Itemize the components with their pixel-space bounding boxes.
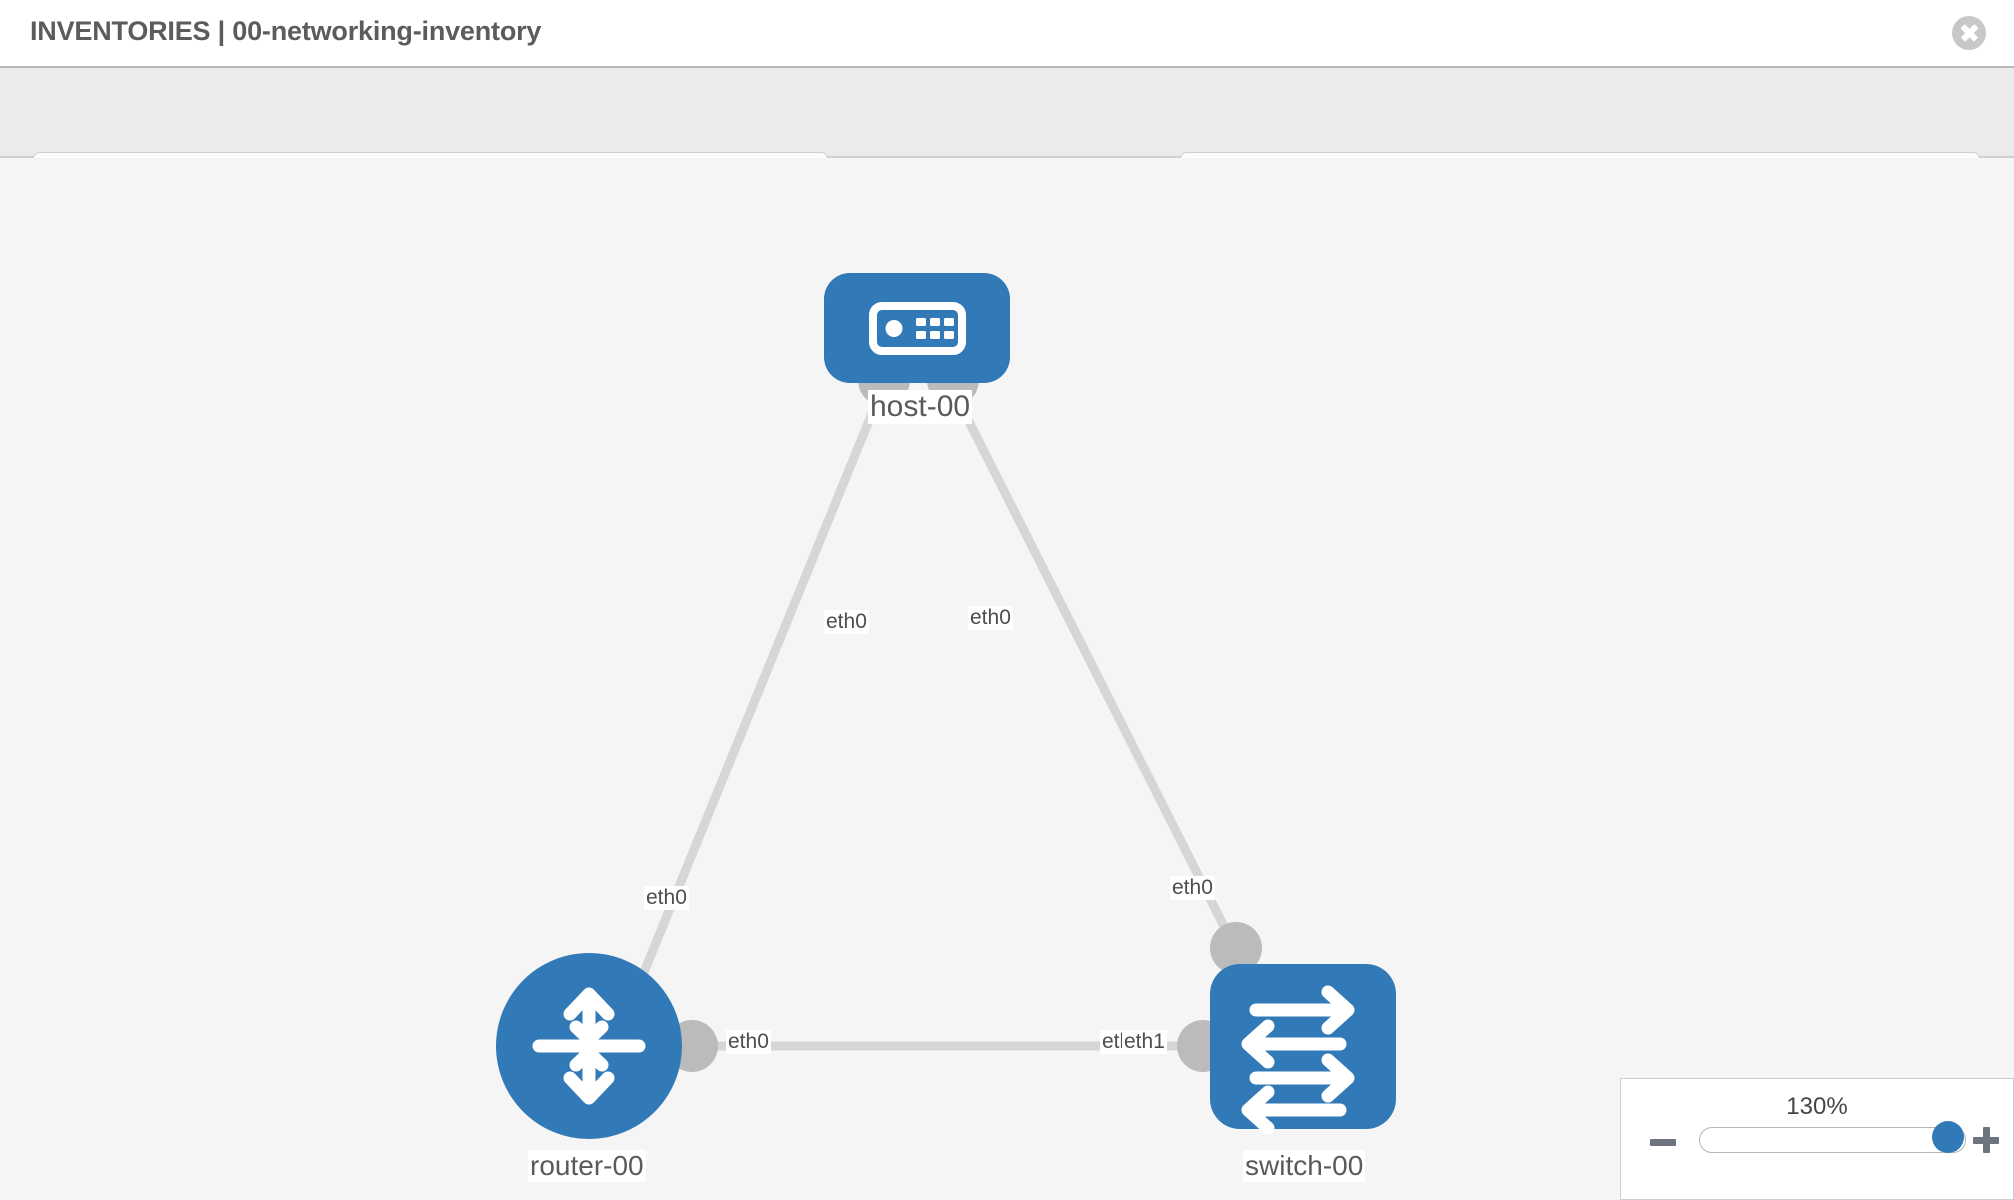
edge-label-host00-switch00-far: eth0 — [1170, 876, 1215, 900]
node-host-00[interactable] — [824, 273, 1010, 383]
zoom-in-button[interactable] — [1973, 1127, 1999, 1153]
graph-connectors — [666, 354, 1262, 1072]
zoom-out-button[interactable] — [1650, 1139, 1676, 1146]
zoom-slider[interactable] — [1699, 1121, 1966, 1153]
node-label-router-00: router-00 — [528, 1150, 646, 1182]
node-switch-00[interactable] — [1210, 964, 1396, 1135]
topology-canvas[interactable]: host-00 router-00 switch-00 eth0 eth0 et… — [0, 158, 2014, 1200]
router-arrows-icon — [532, 987, 646, 1105]
breadcrumb: INVENTORIES | 00-networking-inventory — [30, 16, 542, 46]
edge-label-router00-switch00-near: eth0 — [726, 1030, 771, 1054]
close-icon[interactable] — [1952, 16, 1986, 50]
switch-arrows-icon — [1241, 985, 1355, 1135]
zoom-level-label: 130% — [1786, 1093, 1848, 1120]
page-header: INVENTORIES | 00-networking-inventory — [0, 0, 2014, 68]
zoom-control-panel: 130% — [1620, 1078, 2014, 1200]
link-host00-switch00[interactable] — [945, 381, 1245, 961]
graph-links — [635, 381, 1245, 1051]
node-label-host-00: host-00 — [868, 390, 973, 424]
toolbar: ACTIONS SEARCH — [0, 68, 2014, 207]
edge-label-host00-switch00-near: eth0 — [968, 606, 1013, 630]
zoom-slider-thumb[interactable] — [1932, 1121, 1964, 1153]
edge-label-router00-switch00-far: eth1 — [1122, 1030, 1167, 1054]
node-label-switch-00: switch-00 — [1243, 1150, 1366, 1182]
edge-label-host00-router00-near: eth0 — [824, 610, 869, 634]
edge-label-host00-router00-far: eth0 — [644, 886, 689, 910]
connector-switch00-top[interactable] — [1210, 922, 1262, 974]
node-router-00[interactable] — [496, 953, 682, 1139]
server-icon — [869, 302, 966, 355]
topology-graph — [496, 273, 1396, 1139]
link-host00-router00[interactable] — [635, 382, 889, 984]
